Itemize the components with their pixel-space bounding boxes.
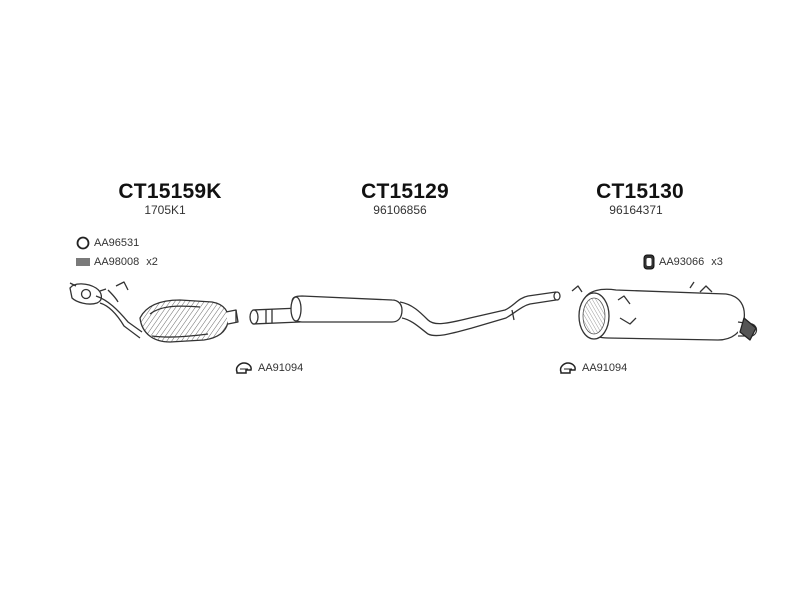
accessory-clamp-rear[interactable]: AA91094 xyxy=(558,361,627,375)
gasket-ring-icon xyxy=(76,236,90,250)
accessory-code: AA93066 xyxy=(659,256,705,268)
clamp-icon xyxy=(235,362,252,374)
rear-silencer-part[interactable] xyxy=(571,281,758,341)
part-ref-catalytic-converter: 1705K1 xyxy=(144,203,186,217)
accessory-quantity: x3 xyxy=(711,256,723,268)
accessory-code: AA91094 xyxy=(582,362,628,374)
part-code-catalytic-converter[interactable]: CT15159K xyxy=(118,180,222,203)
spring-bolt-icon xyxy=(76,258,90,266)
accessory-code: AA91094 xyxy=(258,362,304,374)
part-code-middle-silencer[interactable]: CT15129 xyxy=(361,180,449,203)
clamp-icon xyxy=(559,362,576,374)
accessory-clamp-front[interactable]: AA91094 xyxy=(234,361,303,375)
middle-silencer-part[interactable] xyxy=(249,291,561,337)
accessory-gasket[interactable]: AA96531 xyxy=(76,236,139,250)
part-ref-middle-silencer: 96106856 xyxy=(373,203,427,217)
part-ref-rear-silencer: 96164371 xyxy=(609,203,663,217)
accessory-quantity: x2 xyxy=(146,256,158,268)
part-code-rear-silencer[interactable]: CT15130 xyxy=(596,180,684,203)
accessory-code: AA96531 xyxy=(94,237,140,249)
accessory-spring-bolt[interactable]: AA98008 x2 xyxy=(76,256,158,268)
accessory-rubber-mount[interactable]: AA93066 x3 xyxy=(643,254,723,270)
accessory-code: AA98008 xyxy=(94,256,140,268)
rubber-mount-icon xyxy=(643,254,655,270)
catalytic-converter-part[interactable] xyxy=(69,281,239,343)
